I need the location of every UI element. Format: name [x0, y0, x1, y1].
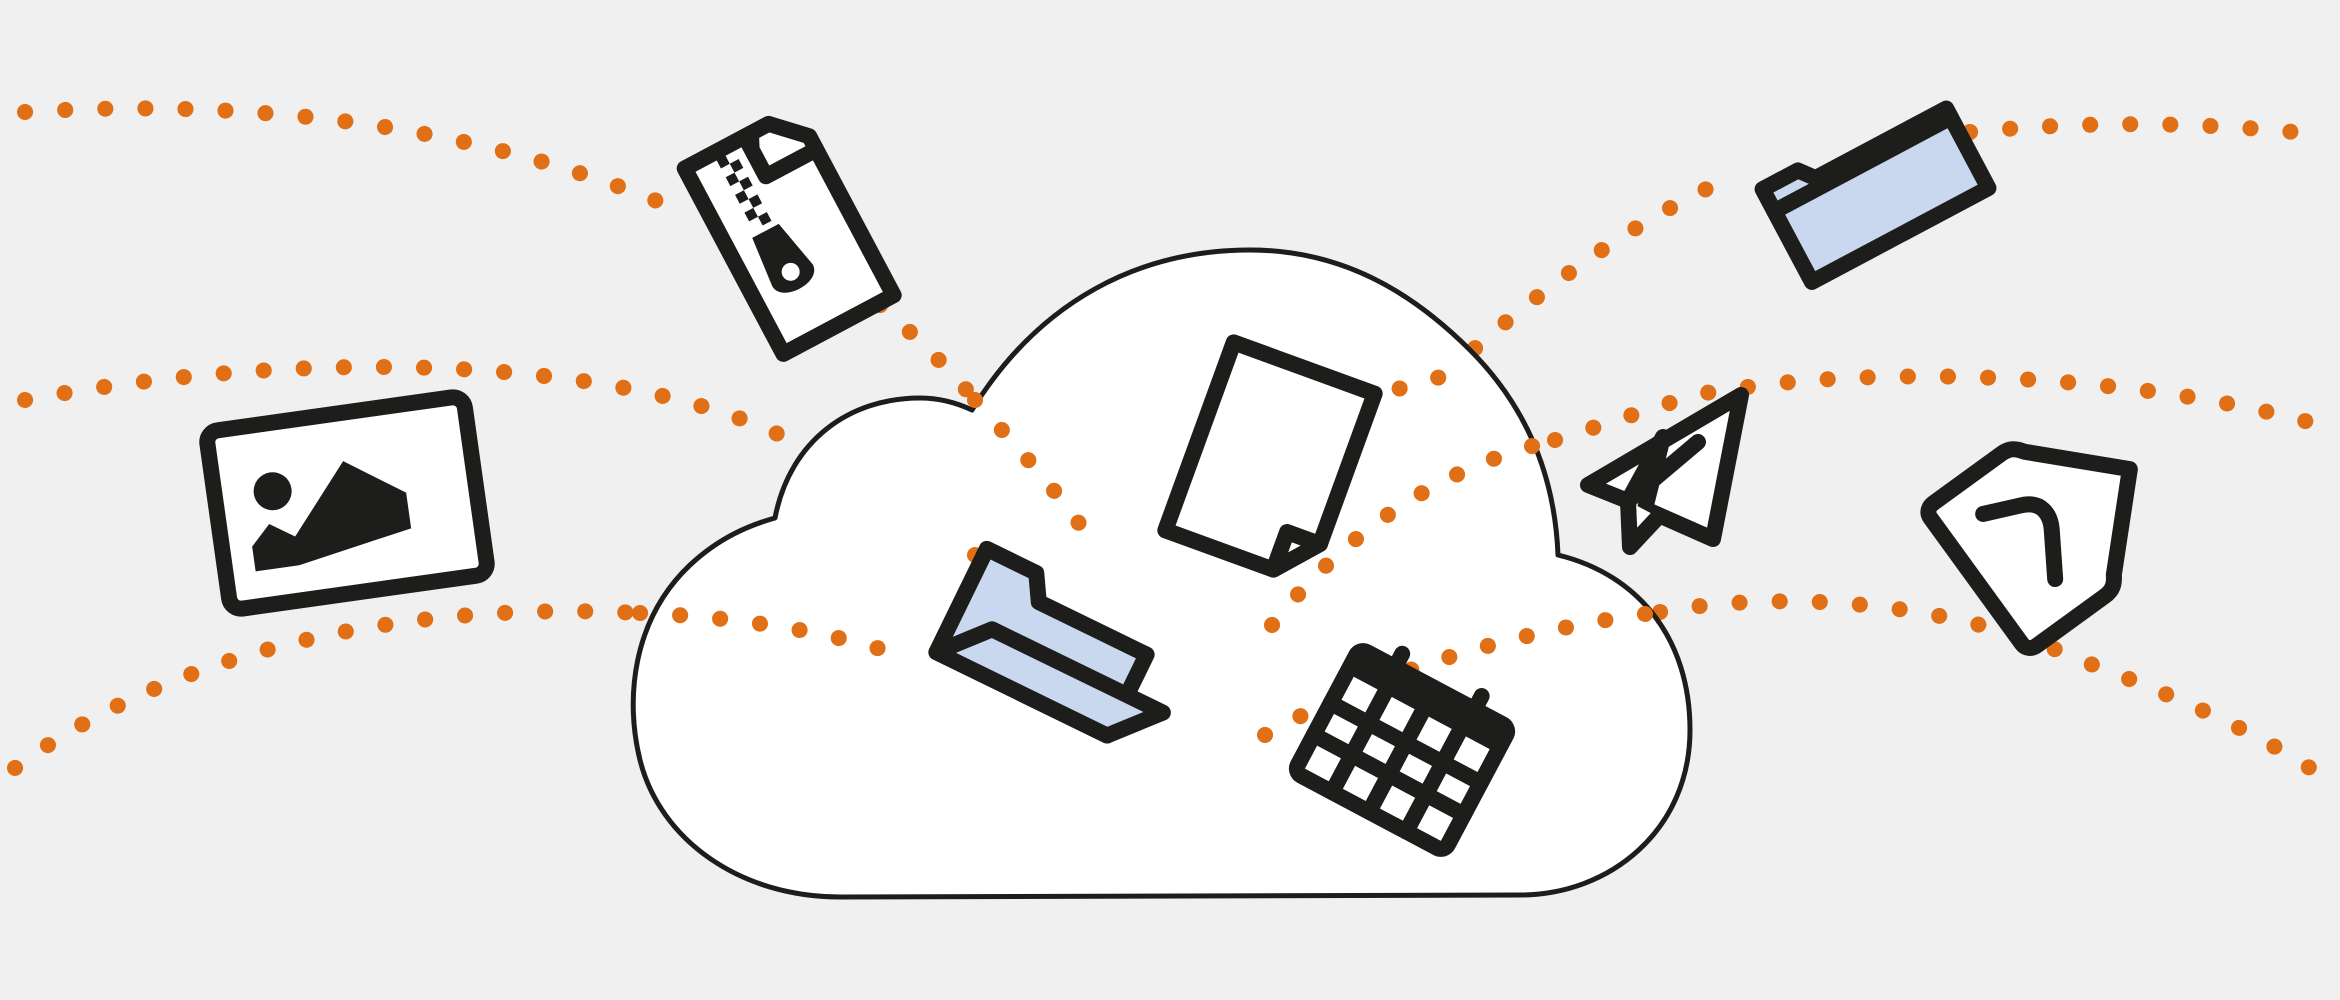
image-file-icon [199, 389, 495, 617]
closed-folder-icon [1754, 100, 1997, 290]
connection-line [1437, 172, 1733, 383]
connection-line [872, 297, 983, 408]
spreadsheet-icon [1288, 643, 1516, 857]
connection-line [1547, 368, 2338, 448]
connection-line [1352, 367, 1453, 403]
connection-line [1962, 116, 2338, 144]
connection-line [17, 100, 698, 223]
connection-line [1257, 604, 1668, 743]
connection-line [967, 392, 1093, 540]
zip-file-icon [676, 115, 902, 362]
connection-line [632, 605, 908, 663]
zipper-teeth [716, 154, 772, 226]
paper-plane-icon [1580, 387, 1749, 555]
connection-line [1264, 432, 1563, 633]
document-icon [1157, 334, 1383, 578]
open-folder-icon [928, 540, 1171, 744]
connection-line [1652, 593, 2338, 790]
connection-line [7, 603, 648, 776]
connection-lines-back [7, 100, 2338, 790]
tag-icon [1920, 441, 2138, 656]
